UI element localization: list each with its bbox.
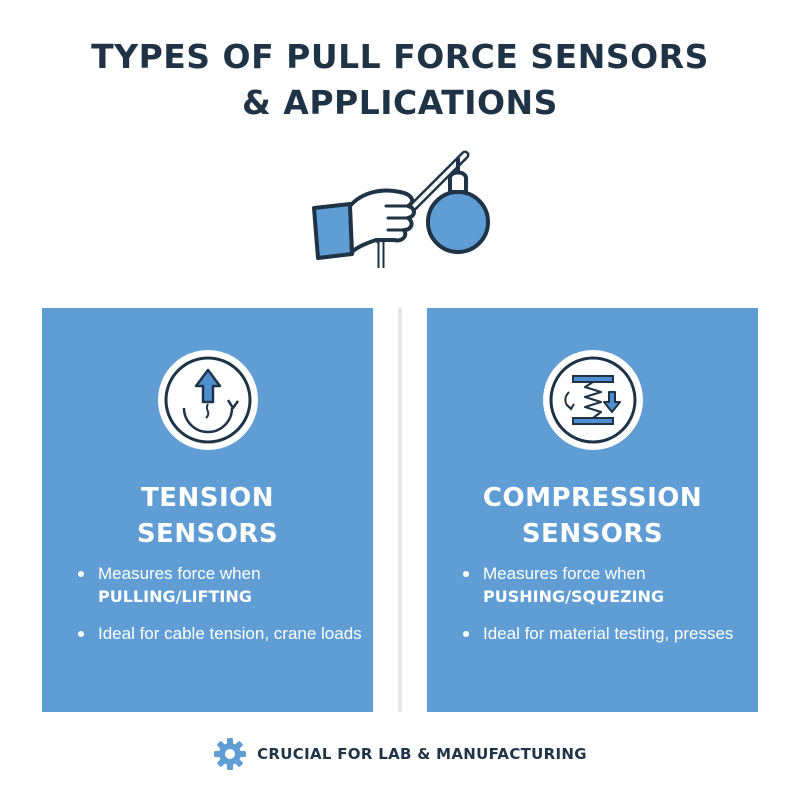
tension-card-title-line-1: TENSION: [140, 483, 275, 513]
compression-card-title: COMPRESSION SENSORS: [427, 480, 758, 552]
tension-sensors-card: TENSION SENSORS Measures force when PULL…: [42, 308, 373, 712]
spring-compression-icon: [543, 350, 643, 450]
list-item: Measures force when PUSHING/SQUEZING: [461, 562, 751, 608]
hand-pulling-weight-icon: [312, 150, 490, 268]
arrow-up-tension-icon: [158, 350, 258, 450]
bullet-dot: [463, 631, 469, 637]
bullet-strong-text: PUSHING/SQUEZING: [483, 587, 665, 606]
compression-card-title-line-2: SENSORS: [521, 519, 664, 549]
list-item: Measures force when PULLING/LIFTING: [76, 562, 366, 608]
compression-card-title-line-1: COMPRESSION: [482, 483, 703, 513]
bullet-text: Measures force when: [483, 564, 646, 583]
center-divider: [398, 308, 402, 712]
bullet-text: Measures force when: [98, 564, 261, 583]
bullet-dot: [78, 631, 84, 637]
compression-bullet-list: Measures force when PUSHING/SQUEZING Ide…: [461, 562, 751, 659]
bullet-strong-text: PULLING/LIFTING: [98, 587, 252, 606]
tension-card-title: TENSION SENSORS: [42, 480, 373, 552]
list-item: Ideal for cable tension, crane loads: [76, 622, 366, 645]
footer-text: CRUCIAL FOR LAB & MANUFACTURING: [257, 745, 587, 763]
page-title-line-2: & APPLICATIONS: [242, 83, 558, 122]
compression-sensors-card: COMPRESSION SENSORS Measures force when …: [427, 308, 758, 712]
tension-card-title-line-2: SENSORS: [136, 519, 279, 549]
footer-banner: CRUCIAL FOR LAB & MANUFACTURING: [0, 736, 800, 772]
gear-icon: [214, 738, 247, 770]
bullet-dot: [463, 571, 469, 577]
bullet-dot: [78, 571, 84, 577]
bullet-text: Ideal for material testing, presses: [483, 624, 734, 643]
bullet-text: Ideal for cable tension, crane loads: [98, 624, 362, 643]
tension-bullet-list: Measures force when PULLING/LIFTING Idea…: [76, 562, 366, 659]
page-title: TYPES OF PULL FORCE SENSORS & APPLICATIO…: [0, 34, 800, 126]
page-title-line-1: TYPES OF PULL FORCE SENSORS: [91, 37, 709, 76]
list-item: Ideal for material testing, presses: [461, 622, 751, 645]
